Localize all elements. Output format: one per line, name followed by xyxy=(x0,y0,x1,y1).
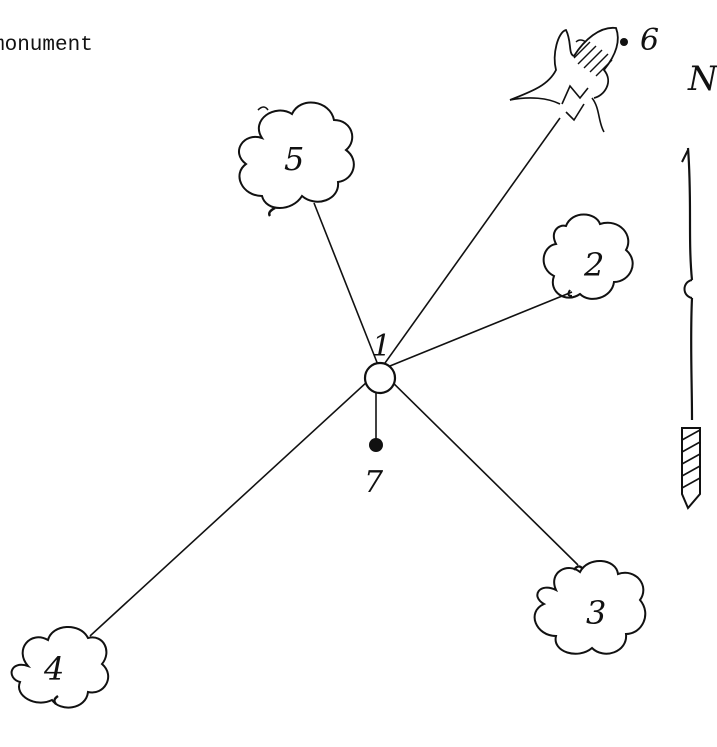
north-arrow-icon xyxy=(681,147,701,510)
stump-icon xyxy=(509,27,619,133)
tree-5-icon xyxy=(238,101,355,217)
line-to-tree-4 xyxy=(89,369,381,637)
line-to-tree-5 xyxy=(313,202,381,371)
north-label: N xyxy=(687,59,717,99)
monument-circle xyxy=(363,361,397,395)
line-to-tree-3 xyxy=(379,369,579,566)
tree-4-label: 4 xyxy=(43,650,64,688)
stump-label: 6 xyxy=(640,23,659,58)
tree-2-label: 2 xyxy=(583,246,604,284)
tree-4-icon xyxy=(10,626,109,709)
line-to-tree-2 xyxy=(379,291,573,371)
marker-label: 7 xyxy=(364,465,384,500)
monument-label: 1 xyxy=(372,329,391,364)
marker-dot xyxy=(369,438,383,452)
tree-2-icon xyxy=(542,213,634,300)
diagram-caption: monument xyxy=(0,34,93,57)
tree-3-label: 3 xyxy=(586,594,606,632)
stump-point xyxy=(620,38,628,46)
tree-3-icon xyxy=(533,560,647,655)
tree-5-label: 5 xyxy=(284,140,304,178)
line-to-stump-6 xyxy=(379,117,561,371)
